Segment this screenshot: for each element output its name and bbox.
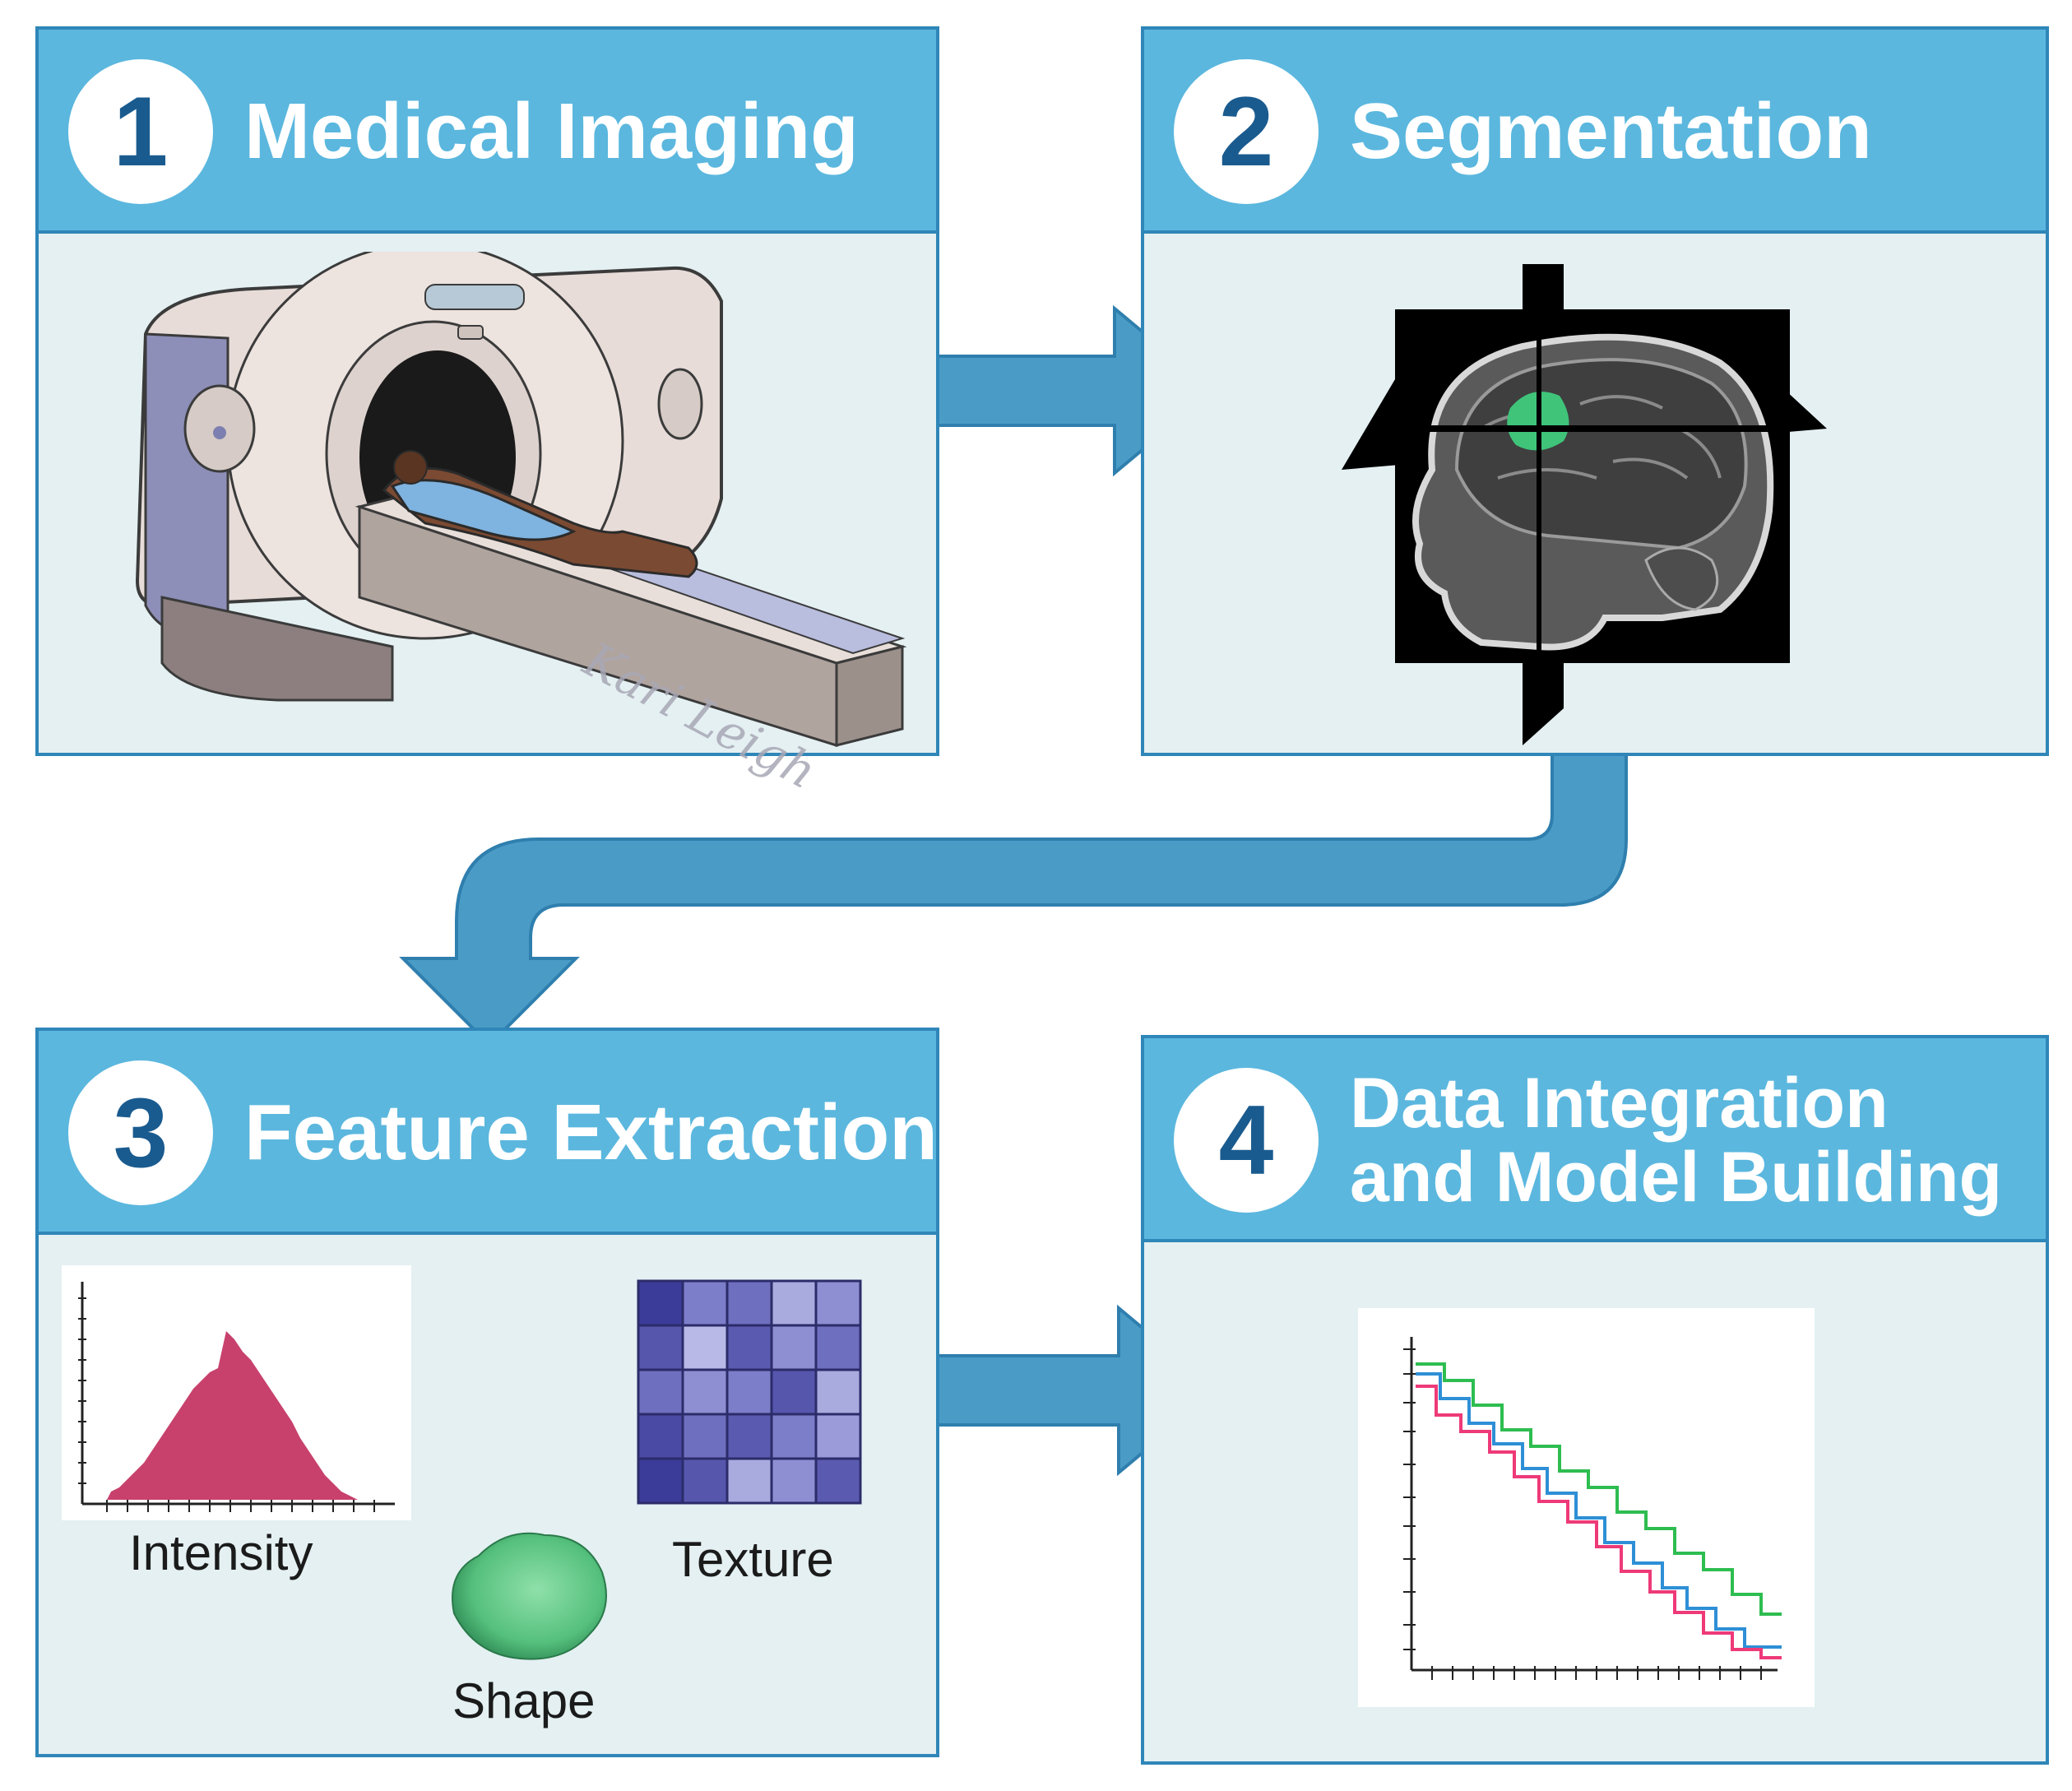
panel-medical-imaging: 1 Medical Imaging Kari Leigh bbox=[35, 26, 939, 800]
panel-header: 4 Data Integration and Model Building bbox=[1144, 1038, 2046, 1242]
step-number: 3 bbox=[68, 1060, 213, 1205]
texture-label: Texture bbox=[672, 1532, 834, 1587]
curve-pink bbox=[1416, 1385, 1782, 1659]
panel-header: 2 Segmentation bbox=[1144, 30, 2046, 234]
step-number: 1 bbox=[68, 59, 213, 204]
curve-blue bbox=[1416, 1372, 1782, 1649]
curve-green bbox=[1416, 1362, 1782, 1616]
panel-title-line-1: Data Integration bbox=[1350, 1063, 1889, 1143]
panel-segmentation: 2 Segmentation bbox=[1141, 26, 2049, 756]
texture-matrix-icon bbox=[637, 1279, 862, 1505]
panel-header: 1 Medical Imaging bbox=[39, 30, 936, 234]
panel-title: Segmentation bbox=[1350, 86, 1872, 175]
arrow-2-to-3 bbox=[399, 726, 1628, 1047]
panel-title: Data Integration and Model Building bbox=[1350, 1038, 2002, 1242]
intensity-label: Intensity bbox=[129, 1525, 313, 1580]
step-number: 4 bbox=[1174, 1068, 1319, 1213]
ct-scanner-illustration bbox=[135, 252, 907, 748]
brain-mri-icon bbox=[1342, 264, 1827, 745]
panel-title: Medical Imaging bbox=[244, 86, 859, 175]
survival-curve-icon bbox=[1358, 1308, 1815, 1707]
panel-title-line-2: and Model Building bbox=[1350, 1138, 2003, 1217]
tumor-shape-icon bbox=[452, 1532, 607, 1660]
histogram-icon bbox=[62, 1265, 411, 1520]
panel-feature-extraction: 3 Feature Extraction Intensity Shape bbox=[35, 1028, 939, 1757]
panel-header: 3 Feature Extraction bbox=[39, 1031, 938, 1235]
panel-title: Feature Extraction bbox=[244, 1088, 938, 1176]
shape-label: Shape bbox=[452, 1673, 596, 1728]
step-number: 2 bbox=[1174, 59, 1319, 204]
panel-model-building: 4 Data Integration and Model Building bbox=[1141, 1035, 2049, 1765]
